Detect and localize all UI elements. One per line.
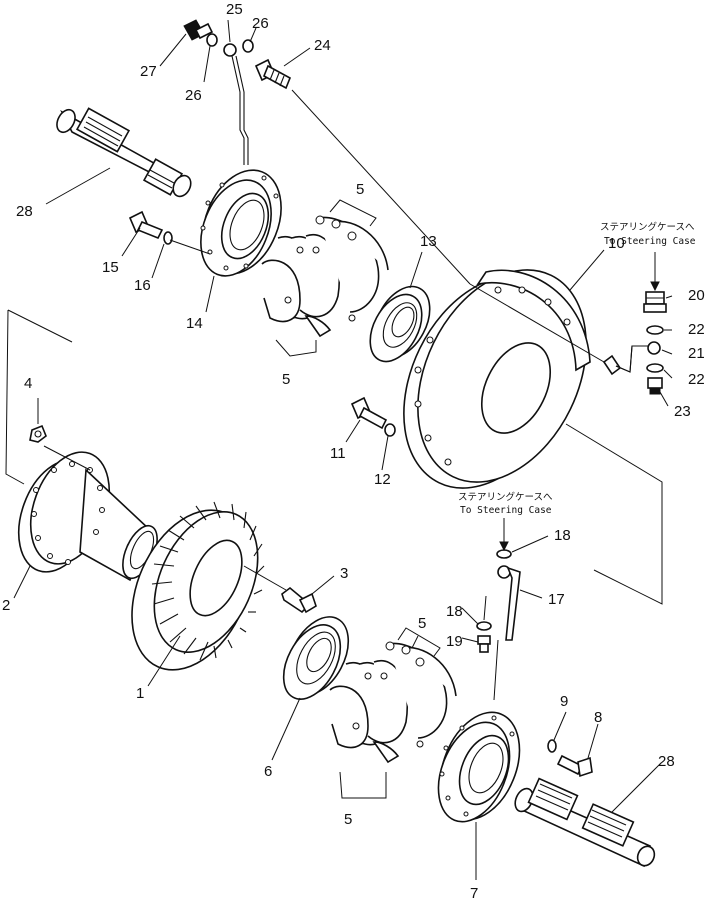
part-housing-10: [403, 269, 591, 489]
part-plates-upper: [261, 215, 389, 338]
centerlines: [5, 89, 663, 701]
part-cage-14: [200, 169, 282, 277]
note-upper-en: To Steering Case: [604, 236, 696, 247]
callout-8: 8: [594, 709, 602, 726]
callout-22a: 22: [688, 321, 705, 338]
callout-2: 2: [2, 597, 10, 614]
part-washer-22a: [646, 325, 664, 335]
callout-3: 3: [340, 565, 348, 582]
callout-27: 27: [140, 63, 157, 80]
part-bevel-gear-1: [131, 501, 265, 671]
callout-1: 1: [136, 685, 144, 702]
callout-25: 25: [226, 1, 243, 18]
part-washer-22b: [646, 363, 664, 373]
part-pipe-17: [497, 565, 521, 641]
callout-15: 15: [102, 259, 119, 276]
part-bolt-24: [254, 58, 292, 90]
callout-28b: 28: [658, 753, 675, 770]
part-bolt-8: [556, 754, 593, 778]
callout-26a: 26: [185, 87, 202, 104]
callout-23: 23: [674, 403, 691, 420]
callout-5b: 5: [282, 371, 290, 388]
part-washer-12: [384, 423, 396, 437]
callout-26b: 26: [252, 15, 269, 32]
bracket-5a: [329, 199, 377, 227]
note-lower-en: To Steering Case: [460, 505, 552, 516]
part-plug-23: [647, 377, 663, 395]
callout-22b: 22: [688, 371, 705, 388]
callout-5d: 5: [344, 811, 352, 828]
part-shaft-upper: [56, 107, 192, 198]
callout-16: 16: [134, 277, 151, 294]
callout-7: 7: [470, 885, 478, 899]
part-washer-26a: [206, 33, 218, 47]
callout-10: 10: [608, 235, 625, 252]
part-bolt-11: [350, 396, 388, 430]
callout-5c: 5: [418, 615, 426, 632]
bracket-5c: [397, 627, 441, 657]
part-fitting-20: [643, 291, 667, 313]
callout-14: 14: [186, 315, 203, 332]
callout-28a: 28: [16, 203, 33, 220]
part-washer-9: [547, 739, 557, 753]
bracket-5d: [339, 771, 387, 799]
callout-5a: 5: [356, 181, 364, 198]
part-shaft-lower: [514, 777, 656, 868]
callout-18a: 18: [554, 527, 571, 544]
part-bearing-6: [282, 616, 350, 700]
callout-18b: 18: [446, 603, 463, 620]
callout-leaders: [13, 19, 673, 880]
part-washer-18a: [496, 549, 512, 559]
callout-17: 17: [548, 591, 565, 608]
part-bolt-3: [281, 586, 317, 614]
part-plug-19: [477, 635, 491, 653]
part-cage-7: [437, 711, 521, 823]
part-washer-26b: [242, 39, 254, 53]
callout-21: 21: [688, 345, 705, 362]
part-washer-16: [163, 231, 173, 245]
callout-19: 19: [446, 633, 463, 650]
part-plates-lower: [329, 641, 457, 764]
part-bolt-15: [128, 210, 164, 240]
part-tube-25: [223, 43, 249, 165]
callout-4: 4: [24, 375, 32, 392]
part-hub-2: [17, 451, 158, 582]
part-pipe-21: [602, 341, 661, 376]
callout-11: 11: [330, 445, 346, 462]
bracket-5b: [275, 339, 317, 357]
callout-12: 12: [374, 471, 391, 488]
part-bearing-13: [369, 285, 431, 363]
callout-6: 6: [264, 763, 272, 780]
part-washer-18b: [476, 621, 492, 631]
part-nut-4: [29, 424, 47, 443]
callout-24: 24: [314, 37, 331, 54]
note-lower-jp: ステアリングケースへ: [458, 491, 553, 503]
callout-9: 9: [560, 693, 568, 710]
part-bolt-27: [183, 19, 214, 41]
callout-13: 13: [420, 233, 437, 250]
note-upper-jp: ステアリングケースへ: [600, 221, 695, 233]
callout-20: 20: [688, 287, 705, 304]
